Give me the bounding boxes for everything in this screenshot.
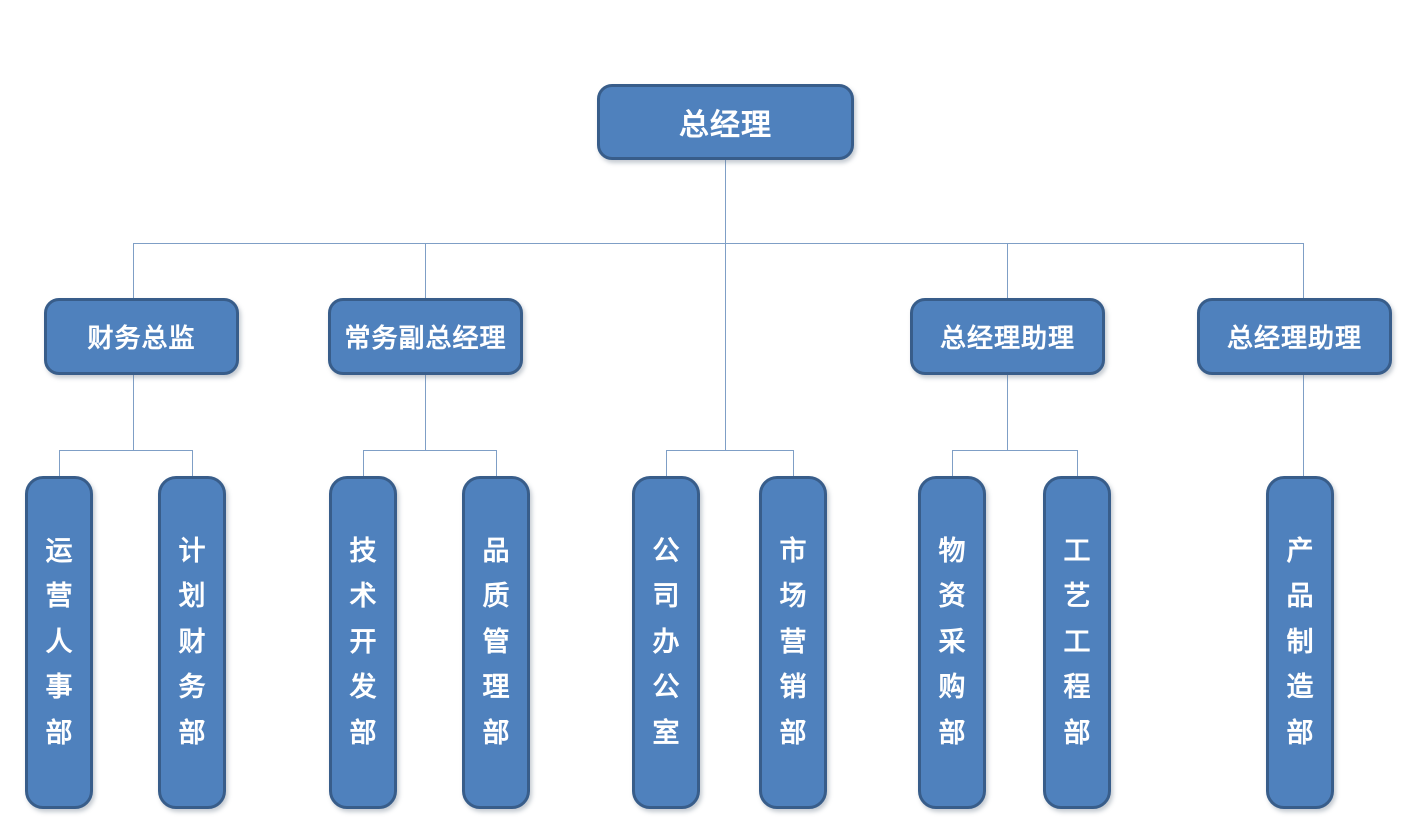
connector-finance-director-bar	[59, 450, 193, 451]
node-dept-marketing-label: 市场营销部	[779, 536, 807, 748]
connector-assistant-1-bar	[952, 450, 1078, 451]
connector-drop-dept-2	[192, 450, 193, 476]
connector-drop-assistant-1	[1007, 243, 1008, 298]
connector-drop-dept-1	[59, 450, 60, 476]
node-dept-product-manufacturing[interactable]: 产品制造部	[1266, 476, 1334, 809]
connector-assistant-1-stem	[1007, 375, 1008, 450]
node-finance-director-label: 财务总监	[87, 324, 196, 353]
node-general-manager-label: 总经理	[679, 109, 772, 142]
node-deputy-general-manager[interactable]: 常务副总经理	[328, 298, 523, 375]
connector-drop-dept-8	[1077, 450, 1078, 476]
connector-root-children-bar	[666, 450, 794, 451]
node-gm-assistant-2[interactable]: 总经理助理	[1197, 298, 1392, 375]
connector-assistant-2-stem	[1303, 375, 1304, 476]
node-gm-assistant-2-label: 总经理助理	[1226, 324, 1362, 353]
connector-drop-dept-7	[952, 450, 953, 476]
node-dept-company-office-label: 公司办公室	[652, 536, 680, 748]
connector-deputy-gm-stem	[425, 375, 426, 450]
connector-main-bar	[133, 243, 1303, 244]
connector-deputy-gm-bar	[363, 450, 497, 451]
connector-drop-dept-4	[496, 450, 497, 476]
node-dept-operations-hr-label: 运营人事部	[45, 536, 73, 748]
node-dept-quality-management-label: 品质管理部	[482, 536, 510, 748]
node-dept-planning-finance-label: 计划财务部	[178, 536, 206, 748]
node-dept-company-office[interactable]: 公司办公室	[632, 476, 700, 809]
node-dept-operations-hr[interactable]: 运营人事部	[25, 476, 93, 809]
node-dept-materials-procurement[interactable]: 物资采购部	[918, 476, 986, 809]
node-dept-tech-development-label: 技术开发部	[349, 536, 377, 748]
connector-drop-dept-5	[666, 450, 667, 476]
node-dept-materials-procurement-label: 物资采购部	[938, 536, 966, 748]
node-gm-assistant-1[interactable]: 总经理助理	[910, 298, 1105, 375]
connector-drop-dept-6	[793, 450, 794, 476]
node-dept-process-engineering[interactable]: 工艺工程部	[1043, 476, 1111, 809]
node-dept-planning-finance[interactable]: 计划财务部	[158, 476, 226, 809]
node-dept-quality-management[interactable]: 品质管理部	[462, 476, 530, 809]
connector-drop-deputy-gm	[425, 243, 426, 298]
node-dept-product-manufacturing-label: 产品制造部	[1286, 536, 1314, 748]
node-finance-director[interactable]: 财务总监	[44, 298, 239, 375]
node-gm-assistant-1-label: 总经理助理	[939, 324, 1075, 353]
node-dept-process-engineering-label: 工艺工程部	[1063, 536, 1091, 748]
connector-root-stem	[725, 160, 726, 450]
connector-finance-director-stem	[133, 375, 134, 450]
connector-drop-assistant-2	[1303, 243, 1304, 298]
node-general-manager[interactable]: 总经理	[597, 84, 854, 160]
connector-drop-dept-3	[363, 450, 364, 476]
node-deputy-general-manager-label: 常务副总经理	[344, 324, 507, 353]
node-dept-marketing[interactable]: 市场营销部	[759, 476, 827, 809]
connector-drop-finance-director	[133, 243, 134, 298]
node-dept-tech-development[interactable]: 技术开发部	[329, 476, 397, 809]
